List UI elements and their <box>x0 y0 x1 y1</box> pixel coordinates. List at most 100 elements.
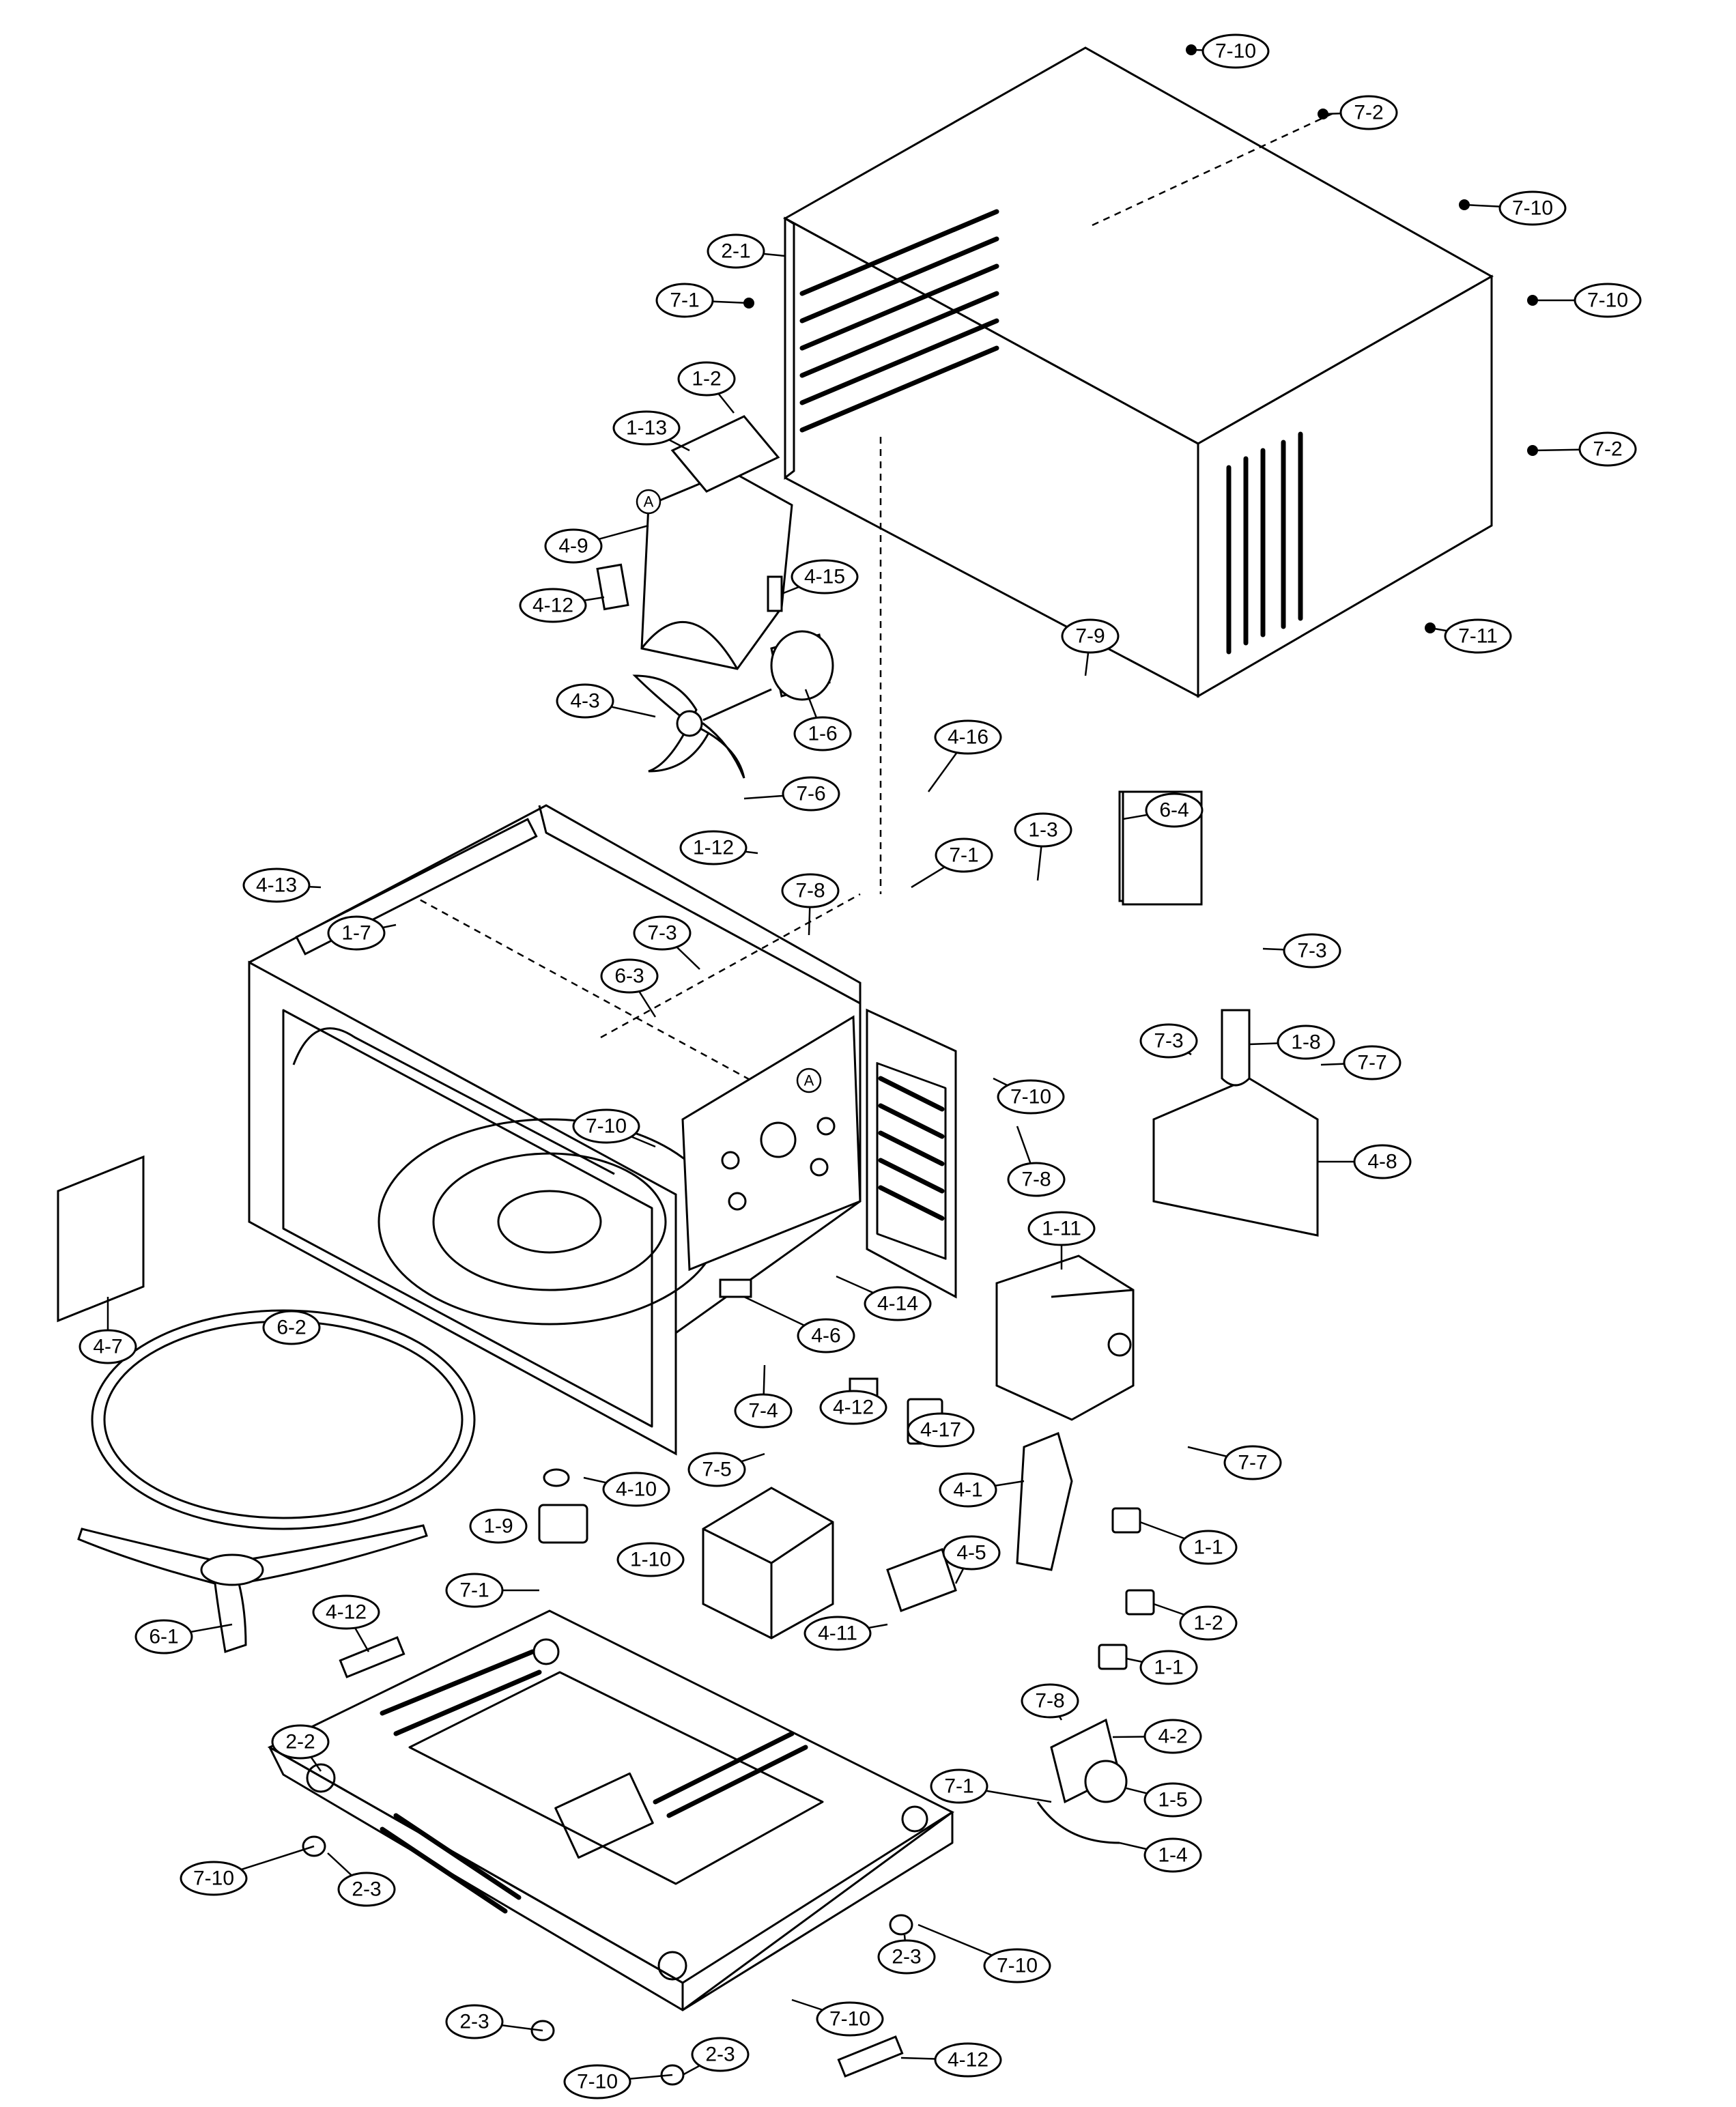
callout-label: 7-10 <box>1587 289 1628 312</box>
callout-c39: 4-6 <box>797 1318 855 1353</box>
callout-c29: 7-10 <box>997 1079 1065 1115</box>
callout-c37: 1-11 <box>1027 1211 1096 1246</box>
callout-label: 4-8 <box>1367 1151 1397 1173</box>
callout-c40: 6-2 <box>262 1310 321 1345</box>
callout-label: 6-2 <box>276 1317 306 1339</box>
callout-oval <box>677 361 736 397</box>
callout-c05: 7-2 <box>1578 431 1637 467</box>
callout-label: 7-1 <box>944 1775 973 1798</box>
callout-oval <box>939 1472 997 1508</box>
callout-oval <box>1444 618 1512 654</box>
callout-c09: 1-2 <box>677 361 736 397</box>
callout-oval <box>544 528 603 564</box>
callout-label: 6-1 <box>149 1626 178 1648</box>
callout-oval <box>679 830 748 865</box>
callout-oval <box>935 837 993 873</box>
callout-label: 1-2 <box>1193 1612 1223 1635</box>
callout-label: 7-10 <box>1215 40 1256 63</box>
callout-c66: 7-10 <box>983 1948 1051 1983</box>
callout-oval <box>1201 33 1270 69</box>
callout-c24: 1-7 <box>327 915 386 951</box>
callout-label: 4-11 <box>818 1622 857 1645</box>
callout-label: 2-2 <box>285 1731 315 1753</box>
callout-oval <box>803 1616 872 1651</box>
callout-c08: 7-1 <box>655 283 714 318</box>
callout-c31: 1-8 <box>1277 1024 1335 1060</box>
reference-mark-ref1: A <box>636 489 661 515</box>
callout-label: 1-6 <box>808 723 837 745</box>
callout-c55: 4-11 <box>803 1616 872 1651</box>
callout-c51: 4-5 <box>942 1535 1001 1571</box>
callout-c10: 1-13 <box>612 410 681 446</box>
callout-label: 7-8 <box>1035 1690 1064 1712</box>
callout-c65: 2-3 <box>337 1872 396 1907</box>
callout-oval <box>600 958 659 994</box>
callout-c47: 4-1 <box>939 1472 997 1508</box>
fan-grille-panel <box>866 1008 957 1299</box>
callout-label: 7-10 <box>997 1955 1038 1977</box>
callout-c43: 4-17 <box>907 1412 975 1448</box>
callout-oval <box>242 868 311 903</box>
callout-c22: 6-4 <box>1145 792 1204 828</box>
callout-label: 4-14 <box>877 1293 918 1315</box>
callout-oval <box>262 1310 321 1345</box>
callout-c59: 4-2 <box>1143 1719 1202 1754</box>
part-callouts: 7-107-27-107-107-27-112-17-11-21-134-94-… <box>79 33 1642 2099</box>
timer-assembly <box>1036 1718 1128 1844</box>
callout-oval <box>791 559 859 594</box>
callout-c64: 7-10 <box>180 1861 248 1896</box>
callout-oval <box>734 1393 793 1429</box>
reference-mark-label: A <box>644 493 654 511</box>
cabinet-rear-vents <box>1226 431 1303 655</box>
callout-label: 4-15 <box>804 566 845 588</box>
callout-oval <box>563 2064 631 2099</box>
callout-oval <box>616 1542 685 1577</box>
callout-oval <box>1353 1144 1412 1179</box>
callout-c18: 7-6 <box>782 776 840 812</box>
callout-label: 7-9 <box>1075 625 1105 648</box>
callout-c49: 1-10 <box>616 1542 685 1577</box>
callout-label: 7-10 <box>586 1115 627 1138</box>
callout-oval <box>877 1939 936 1975</box>
callout-label: 4-6 <box>811 1325 840 1347</box>
callout-label: 7-10 <box>829 2008 870 2031</box>
callout-label: 7-10 <box>577 2071 618 2093</box>
callout-c48: 1-9 <box>469 1508 528 1544</box>
callout-c58: 7-8 <box>1021 1683 1079 1719</box>
callout-oval <box>1027 1211 1096 1246</box>
callout-oval <box>1139 1650 1198 1685</box>
callout-label: 4-10 <box>616 1478 657 1501</box>
callout-c26: 7-3 <box>633 915 692 951</box>
callout-c62: 1-5 <box>1143 1782 1202 1818</box>
callout-c20: 7-1 <box>935 837 993 873</box>
callout-oval <box>612 410 681 446</box>
outer-cabinet <box>782 46 1494 894</box>
callout-oval <box>1578 431 1637 467</box>
callout-label: 7-7 <box>1357 1052 1386 1074</box>
callout-c19: 1-12 <box>679 830 748 865</box>
callout-oval <box>781 873 840 908</box>
callout-label: 1-13 <box>626 417 667 440</box>
callout-label: 4-12 <box>948 2049 988 2072</box>
callout-c35: 4-8 <box>1353 1144 1412 1179</box>
callout-c41: 7-4 <box>734 1393 793 1429</box>
callout-c07: 2-1 <box>707 233 765 269</box>
callout-oval <box>1143 1837 1202 1873</box>
base-plate <box>267 1609 955 2011</box>
callout-c25: 7-8 <box>781 873 840 908</box>
callout-label: 4-7 <box>93 1336 122 1358</box>
callout-oval <box>312 1594 380 1630</box>
callout-c33: 7-10 <box>572 1108 640 1144</box>
callout-c21: 1-3 <box>1014 812 1072 848</box>
callout-c57: 1-1 <box>1139 1650 1198 1685</box>
callout-c50: 1-1 <box>1179 1530 1238 1565</box>
callout-oval <box>983 1948 1051 1983</box>
callout-oval <box>1007 1162 1066 1197</box>
callout-oval <box>556 683 614 719</box>
callout-oval <box>1143 1782 1202 1818</box>
callout-oval <box>327 915 386 951</box>
callout-oval <box>816 2001 884 2037</box>
callout-oval <box>633 915 692 951</box>
